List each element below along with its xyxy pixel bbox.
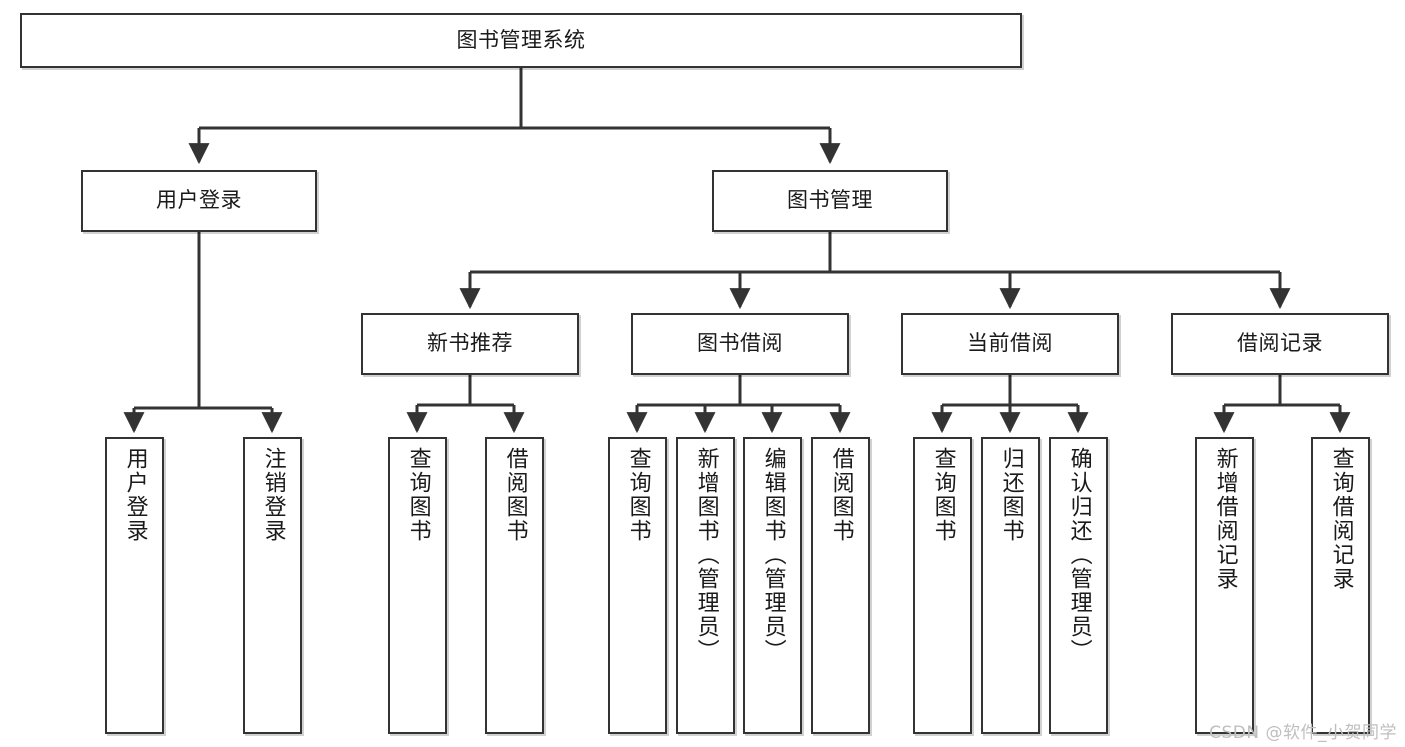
node-label: 图书管理系统 [456, 27, 586, 52]
leaf-recommend-query-book[interactable]: 查询图书 [388, 437, 447, 734]
leaf-borrow-add-book-admin[interactable]: 新增图书（管理员） [676, 437, 735, 734]
node-label: 图书管理 [787, 188, 873, 213]
node-label: 确认归还（管理员） [1066, 447, 1092, 663]
node-label: 新书推荐 [427, 331, 513, 356]
node-new-book-recommend[interactable]: 新书推荐 [361, 313, 579, 375]
node-label: 图书借阅 [697, 331, 783, 356]
leaf-borrow-edit-book-admin[interactable]: 编辑图书（管理员） [743, 437, 802, 734]
node-label: 用户登录 [156, 188, 242, 213]
node-label: 借阅图书 [502, 447, 528, 543]
node-book-borrow[interactable]: 图书借阅 [631, 313, 849, 375]
node-label: 借阅图书 [828, 447, 854, 543]
node-label: 查询图书 [930, 447, 956, 543]
node-label: 查询图书 [405, 447, 431, 543]
leaf-recommend-borrow-book[interactable]: 借阅图书 [485, 437, 544, 734]
node-label: 用户登录 [122, 447, 148, 543]
leaf-record-add-record[interactable]: 新增借阅记录 [1195, 437, 1254, 734]
leaf-user-login-signout[interactable]: 注销登录 [243, 437, 302, 734]
node-current-borrow[interactable]: 当前借阅 [901, 313, 1119, 375]
node-label: 新增图书（管理员） [693, 447, 719, 663]
node-label: 编辑图书（管理员） [760, 447, 786, 663]
node-label: 查询图书 [625, 447, 651, 543]
node-label: 查询借阅记录 [1328, 447, 1354, 591]
leaf-current-return-book[interactable]: 归还图书 [981, 437, 1040, 734]
leaf-user-login-signin[interactable]: 用户登录 [105, 437, 164, 734]
node-label: 新增借阅记录 [1212, 447, 1238, 591]
node-borrow-record[interactable]: 借阅记录 [1171, 313, 1389, 375]
node-label: 注销登录 [260, 447, 286, 543]
node-root-system[interactable]: 图书管理系统 [20, 13, 1022, 68]
leaf-record-query-record[interactable]: 查询借阅记录 [1311, 437, 1370, 734]
node-book-management[interactable]: 图书管理 [712, 170, 948, 232]
csdn-watermark: CSDN @软件_小贺同学 [1209, 723, 1397, 743]
node-label: 归还图书 [998, 447, 1024, 543]
leaf-borrow-borrow-book[interactable]: 借阅图书 [811, 437, 870, 734]
leaf-current-confirm-return-admin[interactable]: 确认归还（管理员） [1049, 437, 1108, 734]
leaf-current-query-book[interactable]: 查询图书 [913, 437, 972, 734]
node-label: 当前借阅 [967, 331, 1053, 356]
node-user-login[interactable]: 用户登录 [81, 170, 317, 232]
leaf-borrow-query-book[interactable]: 查询图书 [608, 437, 667, 734]
node-label: 借阅记录 [1237, 331, 1323, 356]
